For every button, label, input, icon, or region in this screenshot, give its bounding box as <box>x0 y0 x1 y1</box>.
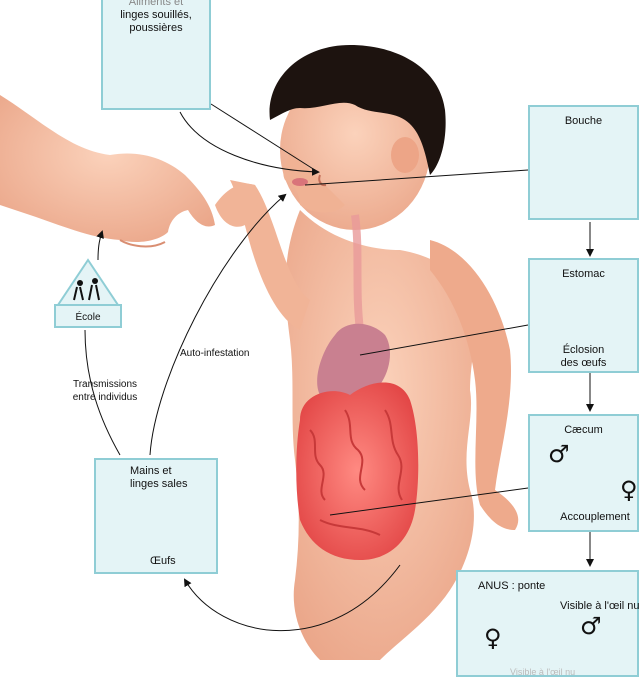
male-symbol-anus: ♂ <box>580 614 602 638</box>
female-symbol-caecum: ♀ <box>620 478 638 502</box>
adult-hand <box>0 95 215 246</box>
auto-infestation-label: Auto-infestation <box>180 347 250 360</box>
contaminated-items-line2: linges souillés, <box>101 9 211 22</box>
hatching-line1: Éclosion <box>528 344 639 357</box>
stomach-label: Estomac <box>528 268 639 281</box>
transmission-line2: entre individus <box>50 391 160 404</box>
hands-linens-line1: Mains et <box>130 465 172 478</box>
contaminated-items-line1: Aliments et <box>101 0 211 9</box>
caecum-label: Cæcum <box>528 424 639 437</box>
anus-footer-faded: Visible à l'œil nu <box>510 666 575 679</box>
anus-label: ANUS : ponte <box>478 580 545 593</box>
hands-linens-line2: linges sales <box>130 478 187 491</box>
mouth-label: Bouche <box>528 115 639 128</box>
mating-label: Accouplement <box>540 511 639 524</box>
male-symbol-caecum: ♂ <box>548 442 570 466</box>
eggs-label: Œufs <box>150 555 176 568</box>
female-symbol-anus: ♀ <box>484 626 502 650</box>
transmission-line1: Transmissions <box>50 378 160 391</box>
contaminated-items-line3: poussières <box>101 22 211 35</box>
hatching-line2: des œufs <box>528 357 639 370</box>
school-label: École <box>55 311 121 324</box>
boy-figure <box>215 45 518 660</box>
